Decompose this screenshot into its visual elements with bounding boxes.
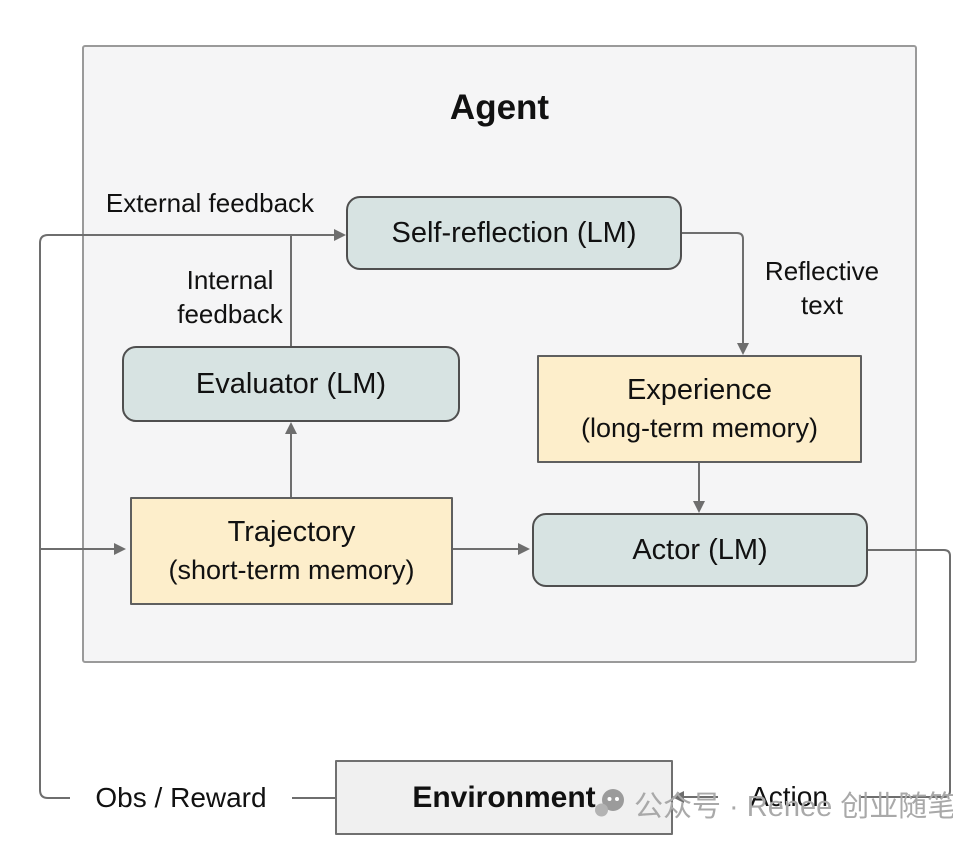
actor-box: Actor (LM): [532, 513, 868, 587]
self-reflection-label: Self-reflection (LM): [391, 216, 637, 249]
obs-reward-label: Obs / Reward: [70, 781, 292, 815]
internal-feedback-line1: Internal: [186, 265, 274, 295]
experience-subtitle: (long-term memory): [580, 413, 819, 443]
trajectory-subtitle: (short-term memory): [168, 555, 415, 585]
experience-title: Experience: [626, 374, 773, 406]
evaluator-box: Evaluator (LM): [122, 346, 460, 422]
internal-feedback-line2: feedback: [177, 299, 283, 329]
reflective-text-line1: Reflective: [764, 256, 880, 286]
reflective-text-label: Reflective text: [752, 254, 892, 322]
internal-feedback-label: Internal feedback: [162, 263, 298, 331]
trajectory-box: Trajectory (short-term memory): [130, 497, 453, 605]
external-feedback-label: External feedback: [105, 188, 315, 218]
experience-box: Experience (long-term memory): [537, 355, 862, 463]
reflective-text-line2: text: [801, 290, 843, 320]
chat-bubble-icon: [595, 789, 624, 817]
agent-title: Agent: [449, 88, 550, 127]
watermark: 公众号 · Renee 创业随笔: [592, 783, 953, 825]
actor-label: Actor (LM): [632, 533, 768, 566]
self-reflection-box: Self-reflection (LM): [346, 196, 682, 270]
trajectory-title: Trajectory: [227, 516, 356, 548]
watermark-text: 公众号 · Renee 创业随笔: [634, 791, 953, 823]
evaluator-label: Evaluator (LM): [195, 367, 387, 400]
environment-label: Environment: [412, 780, 596, 814]
